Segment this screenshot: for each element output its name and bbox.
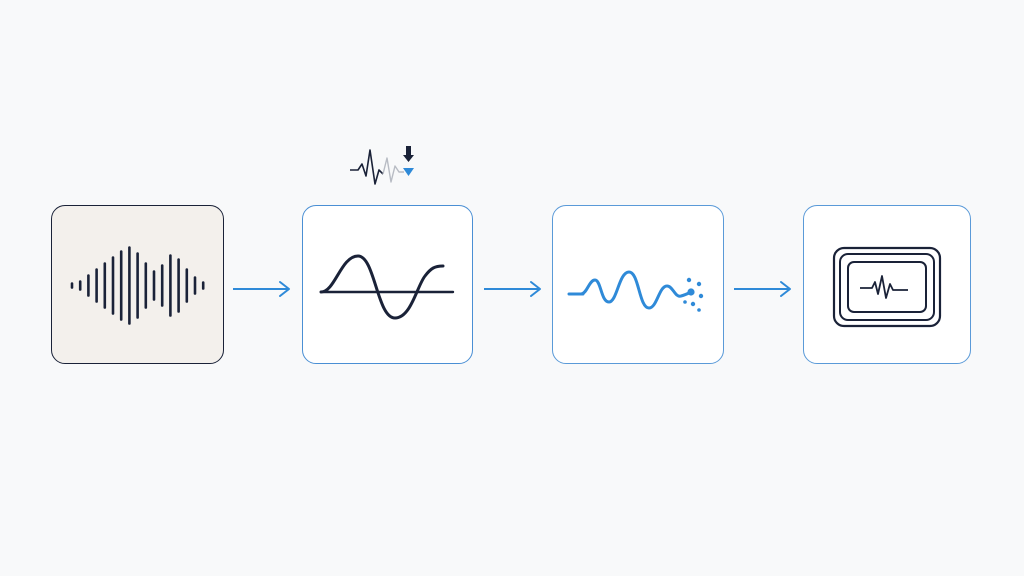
arrow-right-icon	[484, 281, 541, 297]
dissipating-wave-icon	[567, 270, 704, 312]
sine-wave-icon	[319, 254, 455, 320]
arrow-right-icon	[233, 281, 290, 297]
audio-waveform-icon	[70, 246, 205, 325]
stage-audio-input	[51, 205, 224, 364]
arrow-right-icon	[734, 281, 791, 297]
stage-sine-wave	[302, 205, 473, 364]
signal-probe-icon	[350, 146, 414, 185]
stage-monitor-output	[803, 205, 971, 364]
monitor-signal-icon	[832, 246, 942, 328]
stage-dissipating-wave	[552, 205, 724, 364]
